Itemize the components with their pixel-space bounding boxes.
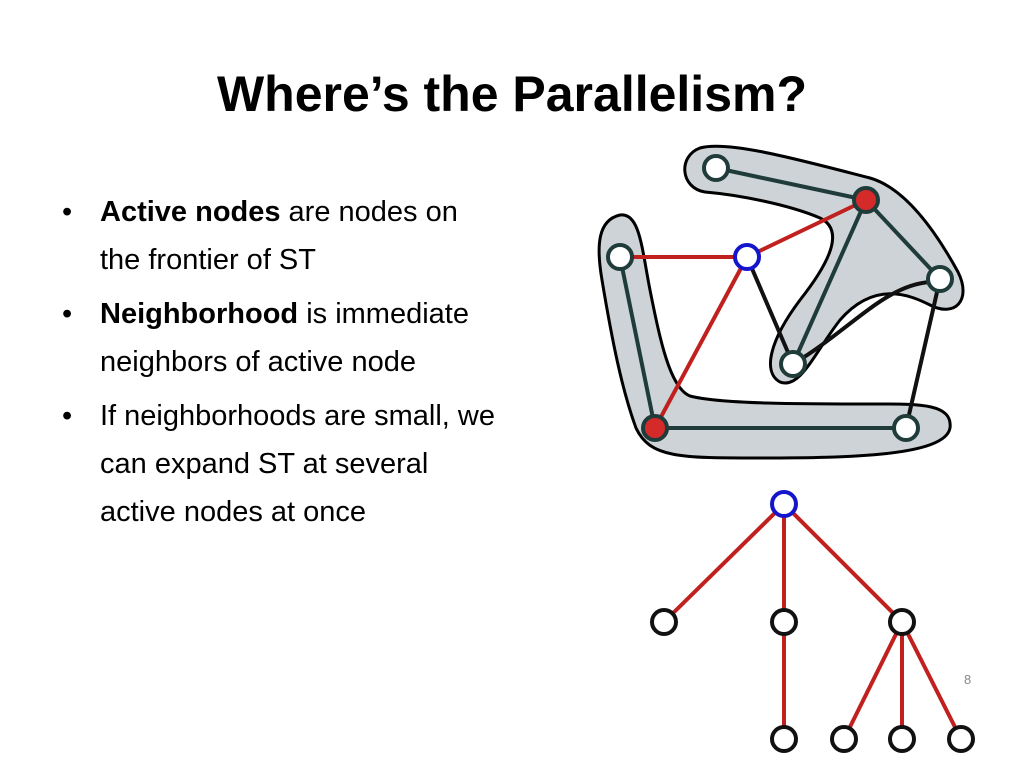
bullet-bold-term: Active nodes [100,196,281,228]
bullet-list: • Active nodes are nodes on the frontier… [62,188,502,542]
spanning-tree-edges [662,502,963,740]
root-node [770,490,798,518]
spanning-tree-nodes [650,490,975,753]
bullet-text: are nodes on the frontier of ST [100,196,458,276]
black-edge [745,255,795,366]
tree-node [830,725,858,753]
graph-nodes [606,154,954,442]
tree-edge [714,166,868,202]
page-number: 8 [964,672,972,687]
bullet-text: If neighborhoods are small, we can expan… [100,400,495,528]
bullet-dot-icon: • [62,298,73,330]
bullet-item-neighborhood: • Neighborhood is immediate neighbors of… [62,290,502,386]
bullet-text: is immediate neighbors of active node [100,298,469,378]
graph-node [926,265,954,293]
red-edge [745,198,868,259]
root-node [733,243,761,271]
red-edge [653,255,749,430]
red-edge [662,502,786,624]
bullet-item-small-neighborhoods: • If neighborhoods are small, we can exp… [62,392,502,536]
tree-node [770,725,798,753]
tree-edge [864,198,942,281]
active-node [641,414,669,442]
black-edge [791,280,932,366]
graph-node [892,414,920,442]
graph-node [702,154,730,182]
red-edge [842,621,904,740]
graph-edges [618,166,942,430]
tree-node [947,725,975,753]
graph-node [606,243,634,271]
red-edge [900,621,963,740]
neighborhood-region-bottom [597,213,952,460]
tree-edge [791,198,868,366]
tree-node [770,608,798,636]
tree-edge [618,255,657,430]
graph-node [779,350,807,378]
red-edge [782,502,904,624]
bullet-dot-icon: • [62,400,73,432]
neighborhood-region-top [683,144,965,385]
slide-title: Where’s the Parallelism? [216,66,808,122]
tree-node [888,725,916,753]
black-edge [904,277,942,430]
active-node [852,186,880,214]
bullet-bold-term: Neighborhood [100,298,299,330]
bullet-dot-icon: • [62,196,73,228]
tree-node [888,608,916,636]
tree-node [650,608,678,636]
bullet-item-active-nodes: • Active nodes are nodes on the frontier… [62,188,502,284]
